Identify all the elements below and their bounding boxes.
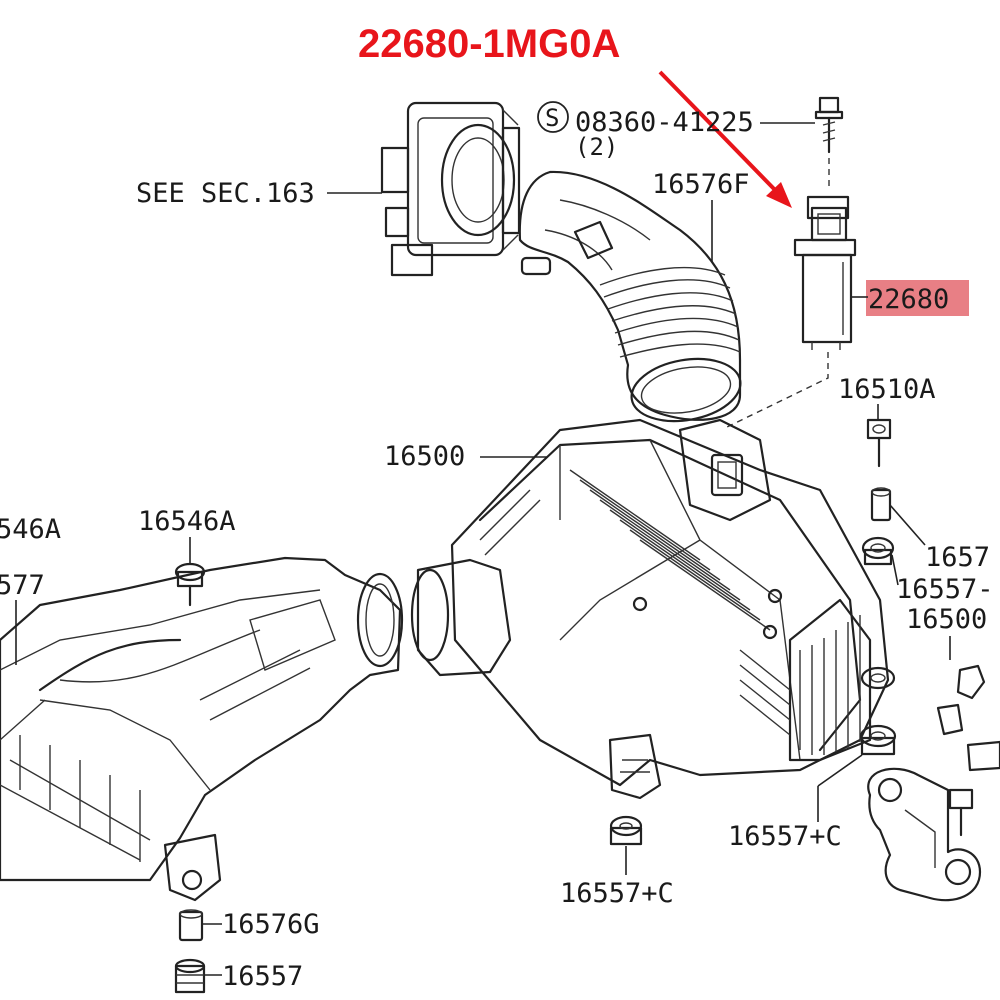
label-bolt-spec: 08360-41225 [575,107,754,138]
label-grommet-c1: 16557+C [728,821,842,852]
label-hose: 16576F [652,169,750,200]
rubber-grommet-right [861,536,895,566]
label-grommet-c2: 16557+C [560,878,674,909]
small-nut-right [936,664,1000,772]
bolt-symbol-letter: S [545,104,559,132]
label-air-cleaner-r: 16500 [906,604,987,635]
maf-label-highlight [866,280,969,316]
intake-duct [0,556,404,902]
label-grommet-g: 16576G [222,909,320,940]
clamp-bolt [866,404,892,468]
grommet-g [178,909,204,942]
label-grommet-r1: 1657 [925,542,990,573]
mounting-bracket [867,767,982,902]
callout-arrow-icon [658,70,792,208]
label-bolt-qty: (2) [575,133,618,161]
label-see-sec: SEE SEC.163 [136,178,315,209]
rubber-grommet-mount [859,666,897,756]
label-grommet-r2: 16557- [896,574,994,605]
spacer-collar [870,487,892,522]
label-grommet-bottom: 16557 [222,961,303,992]
label-maf-sensor: 22680 [868,284,949,315]
rubber-grommet-bottom-center [609,815,643,846]
label-mount-a-left: 546A [0,514,61,545]
grommet-bottom [174,958,206,994]
air-cleaner-box [410,418,890,800]
label-mount-a: 16546A [138,506,236,537]
maf-sensor [724,195,857,429]
maf-bolt [814,96,844,190]
duct-clip [174,562,206,607]
label-air-cleaner: 16500 [384,441,465,472]
label-duct-left: 577 [0,570,45,601]
air-hose [518,170,742,423]
throttle-body [380,101,521,277]
callout-part-number: 22680-1MG0A [358,22,620,66]
bolt-symbol-icon: S [537,101,569,133]
label-clamp-a: 16510A [838,374,936,405]
